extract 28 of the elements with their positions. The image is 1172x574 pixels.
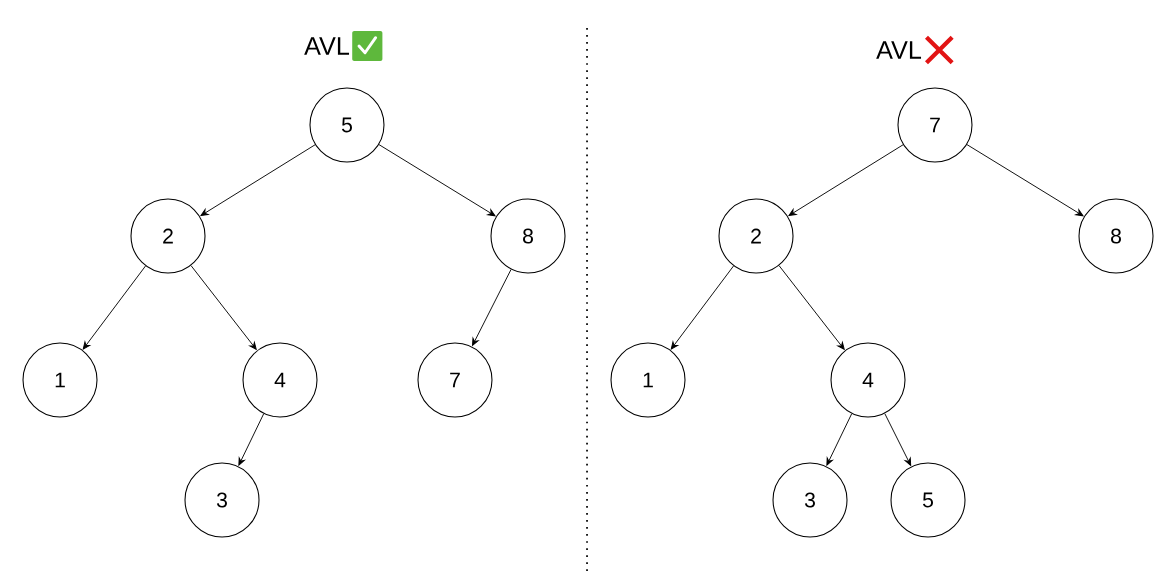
arrow (378, 144, 496, 217)
arrow (472, 269, 512, 346)
arrow (826, 413, 853, 466)
arrow (884, 413, 912, 466)
tree-node: 5 (309, 87, 385, 163)
tree-node: 7 (417, 342, 493, 418)
tree-node: 2 (130, 198, 206, 274)
arrow (200, 144, 316, 217)
tree-node: 4 (242, 342, 318, 418)
arrow (966, 144, 1084, 217)
arrow (190, 265, 257, 350)
tree-node: 8 (490, 198, 566, 274)
tree-node: 1 (610, 342, 686, 418)
tree-node: 5 (890, 462, 966, 538)
arrow (82, 265, 146, 350)
arrow (778, 265, 845, 350)
arrow (670, 265, 734, 350)
title: AVL (876, 41, 922, 59)
tree-node: 8 (1078, 198, 1154, 274)
tree-node: 2 (718, 198, 794, 274)
title: AVL (304, 37, 350, 55)
arrow (788, 144, 904, 217)
tree-node: 1 (22, 342, 98, 418)
tree-node: 7 (897, 87, 973, 163)
tree-node: 4 (830, 342, 906, 418)
tree-node: 3 (184, 462, 260, 538)
tree-node: 3 (772, 462, 848, 538)
arrow (238, 413, 265, 466)
